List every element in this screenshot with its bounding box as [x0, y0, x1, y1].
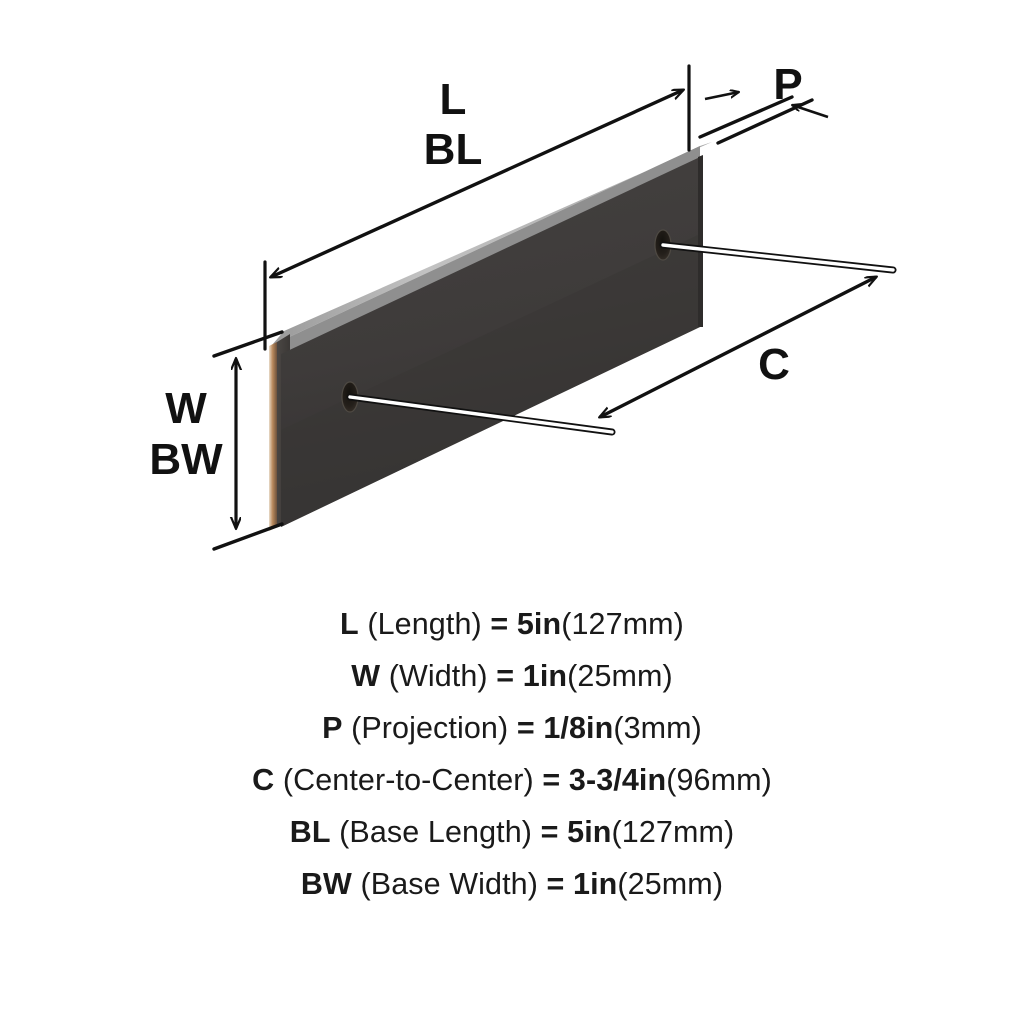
center-to-center-dimension: C [346, 241, 897, 436]
width-extension-bottom [212, 522, 284, 551]
spec-metric: (127mm) [561, 607, 684, 641]
spec-equals: = [490, 607, 509, 641]
bar-left-edge-strip [269, 342, 277, 531]
spec-equals: = [546, 867, 565, 901]
spec-symbol: P [322, 711, 343, 745]
spec-value: 1in [522, 659, 568, 693]
spec-metric: (25mm) [617, 867, 724, 901]
spec-metric: (96mm) [666, 763, 772, 797]
length-dimension-line [271, 88, 683, 279]
spec-equals: = [542, 763, 561, 797]
bar-face-shading [281, 234, 700, 527]
spec-symbol: L [340, 607, 359, 641]
projection-label: P [773, 60, 802, 109]
base-length-label: BL [424, 125, 483, 174]
projection-dimension: P [698, 60, 829, 145]
width-dimension: W BW [149, 330, 284, 551]
spec-row: P (Projection) = 1/8in(3mm) [0, 702, 1024, 754]
length-dimension: L BL [263, 64, 691, 351]
projection-arrow-right [792, 105, 829, 119]
spec-symbol: W [351, 659, 381, 693]
spec-row: BW (Base Width) = 1in(25mm) [0, 858, 1024, 910]
spec-value: 5in [516, 607, 562, 641]
c-dimension-line [600, 277, 876, 417]
spec-name: (Base Length) [339, 815, 533, 849]
spec-row: C (Center-to-Center) = 3-3/4in(96mm) [0, 754, 1024, 806]
spec-row: BL (Base Length) = 5in(127mm) [0, 806, 1024, 858]
spec-symbol: BW [300, 867, 352, 901]
spec-name: (Length) [367, 607, 482, 641]
spec-symbol: C [252, 763, 275, 797]
spec-metric: (25mm) [567, 659, 673, 693]
projection-line-lower [698, 95, 794, 139]
base-width-label: BW [149, 435, 223, 484]
spec-equals: = [496, 659, 515, 693]
product-body [269, 142, 712, 531]
length-label: L [440, 75, 467, 124]
projection-arrow-left [704, 92, 739, 101]
spec-row: L (Length) = 5in(127mm) [0, 598, 1024, 650]
spec-name: (Center-to-Center) [282, 763, 534, 797]
c-leader-left [348, 395, 614, 434]
spec-value: 3-3/4in [568, 763, 667, 797]
spec-symbol: BL [289, 815, 331, 849]
specification-list: L (Length) = 5in(127mm) W (Width) = 1in(… [0, 598, 1024, 910]
width-label: W [165, 384, 207, 433]
c-leader-right [661, 243, 895, 272]
spec-row: W (Width) = 1in(25mm) [0, 650, 1024, 702]
center-to-center-label: C [758, 340, 790, 389]
bar-right-end [698, 155, 703, 327]
spec-equals: = [540, 815, 559, 849]
width-extension-top [212, 330, 284, 358]
spec-name: (Projection) [351, 711, 509, 745]
spec-name: (Width) [388, 659, 488, 693]
spec-metric: (3mm) [613, 711, 702, 745]
spec-name: (Base Width) [360, 867, 538, 901]
spec-value: 5in [567, 815, 612, 849]
spec-metric: (127mm) [611, 815, 735, 849]
spec-value: 1/8in [543, 711, 614, 745]
spec-equals: = [516, 711, 535, 745]
product-dimension-diagram: L BL P W BW [149, 60, 897, 551]
spec-value: 1in [573, 867, 618, 901]
